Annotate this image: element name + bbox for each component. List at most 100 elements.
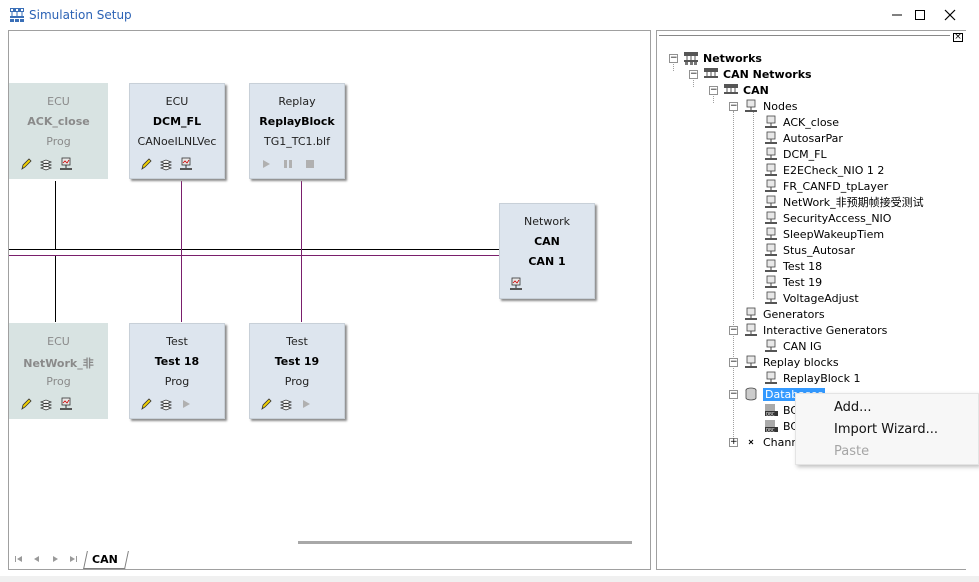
tree-item-interactive-generators[interactable]: Interactive Generators bbox=[743, 322, 887, 338]
tab-can[interactable]: CAN bbox=[83, 551, 129, 569]
block-sub: Prog bbox=[46, 375, 71, 388]
tree-item-node[interactable]: NetWork_非预期帧接受测试 bbox=[763, 194, 924, 210]
stack-icon[interactable] bbox=[38, 156, 54, 172]
maximize-button[interactable] bbox=[905, 4, 935, 26]
tree-item-nodes[interactable]: Nodes bbox=[743, 98, 797, 114]
pencil-icon[interactable] bbox=[18, 396, 34, 412]
ecu-block-ack-close[interactable]: ECU ACK_close Prog bbox=[9, 83, 108, 179]
replay-icon bbox=[743, 354, 759, 370]
can-bus-line-bottom bbox=[9, 255, 499, 256]
next-tab-button[interactable] bbox=[49, 554, 61, 566]
stop-icon[interactable] bbox=[302, 156, 318, 172]
database-icon bbox=[743, 386, 759, 402]
first-arrow-icon bbox=[15, 556, 22, 562]
collapse-databases[interactable]: − bbox=[729, 389, 738, 399]
node-icon bbox=[763, 258, 779, 274]
tree-label: Interactive Generators bbox=[763, 323, 888, 337]
tree-label: FR_CANFD_tpLayer bbox=[783, 179, 889, 193]
collapse-can[interactable]: − bbox=[709, 85, 718, 95]
tree-item-can-networks[interactable]: CAN Networks bbox=[703, 66, 812, 82]
play-icon[interactable] bbox=[258, 156, 274, 172]
panel-close-button[interactable]: × bbox=[953, 33, 963, 42]
menu-item-add[interactable]: Add... bbox=[834, 400, 872, 415]
test-block-18[interactable]: Test Test 18 Prog bbox=[129, 323, 225, 419]
block-type: ECU bbox=[47, 95, 70, 108]
block-sub: TG1_TC1.blf bbox=[264, 135, 330, 148]
generator-icon bbox=[743, 322, 759, 338]
block-name: DCM_FL bbox=[152, 115, 202, 128]
tree-item-node[interactable]: Stus_Autosar bbox=[763, 242, 855, 258]
tree-item-networks[interactable]: Networks bbox=[683, 50, 762, 66]
tree-item-channels[interactable]: Chann bbox=[743, 434, 798, 450]
play-icon[interactable] bbox=[178, 396, 194, 412]
simulation-canvas[interactable]: ECU ACK_close Prog ECU DCM_FL CANoeILNLV… bbox=[8, 30, 651, 570]
menu-item-import-wizard[interactable]: Import Wizard... bbox=[834, 422, 939, 437]
network-node-icon[interactable] bbox=[508, 276, 524, 292]
title-bar: Simulation Setup bbox=[0, 0, 979, 30]
tree-item-node[interactable]: Test 18 bbox=[763, 258, 822, 274]
stack-icon[interactable] bbox=[158, 156, 174, 172]
close-button[interactable] bbox=[935, 4, 965, 26]
test-block-19[interactable]: Test Test 19 Prog bbox=[249, 323, 345, 419]
tree-item-can-ig[interactable]: CAN IG bbox=[763, 338, 822, 354]
node-icon bbox=[763, 210, 779, 226]
pencil-icon[interactable] bbox=[138, 396, 154, 412]
tree-item-node[interactable]: SleepWakeupTiem bbox=[763, 226, 884, 242]
replay-block[interactable]: Replay ReplayBlock TG1_TC1.blf bbox=[249, 83, 345, 179]
tree-item-node[interactable]: AutosarPar bbox=[763, 130, 843, 146]
pencil-icon[interactable] bbox=[258, 396, 274, 412]
first-tab-button[interactable] bbox=[13, 554, 25, 566]
tree-item-replay-blocks[interactable]: Replay blocks bbox=[743, 354, 839, 370]
block-type: ECU bbox=[47, 335, 70, 348]
stack-icon[interactable] bbox=[278, 396, 294, 412]
collapse-nodes[interactable]: − bbox=[729, 101, 738, 111]
tree-item-node[interactable]: Test 19 bbox=[763, 274, 822, 290]
block-type: Replay bbox=[278, 95, 316, 108]
menu-item-paste: Paste bbox=[834, 444, 870, 459]
tree-item-node[interactable]: VoltageAdjust bbox=[763, 290, 859, 306]
tree-item-replay-block-1[interactable]: ReplayBlock 1 bbox=[763, 370, 860, 386]
network-bus-icon bbox=[723, 82, 739, 98]
tree-vertical-scrollbar[interactable] bbox=[966, 30, 979, 570]
horizontal-scrollbar[interactable] bbox=[298, 541, 632, 544]
tree-item-node[interactable]: ACK_close bbox=[763, 114, 839, 130]
tree-label: Replay blocks bbox=[763, 355, 839, 369]
minimize-button[interactable] bbox=[882, 4, 912, 26]
tree-item-node[interactable]: E2ECheck_NIO 1 2 bbox=[763, 162, 884, 178]
collapse-can-networks[interactable]: − bbox=[689, 69, 698, 79]
network-node-icon[interactable] bbox=[58, 156, 74, 172]
pencil-icon[interactable] bbox=[18, 156, 34, 172]
svg-text:DBC: DBC bbox=[766, 428, 775, 433]
block-type: Test bbox=[166, 335, 188, 348]
tree-item-node[interactable]: DCM_FL bbox=[763, 146, 827, 162]
tree-item-node[interactable]: FR_CANFD_tpLayer bbox=[763, 178, 888, 194]
play-icon[interactable] bbox=[298, 396, 314, 412]
connector-network-ecu bbox=[55, 256, 56, 322]
tree-item-can[interactable]: CAN bbox=[723, 82, 769, 98]
node-icon bbox=[763, 114, 779, 130]
tree-item-node[interactable]: SecurityAccess_NIO bbox=[763, 210, 891, 226]
collapse-networks[interactable]: − bbox=[669, 53, 678, 63]
stack-icon[interactable] bbox=[38, 396, 54, 412]
network-tree-panel[interactable]: × − Networks − CAN Networks − CAN − Node… bbox=[656, 30, 967, 570]
node-icon bbox=[763, 274, 779, 290]
tree-item-database[interactable]: DBC BC bbox=[763, 402, 798, 418]
networks-icon bbox=[683, 50, 699, 66]
collapse-interactive-generators[interactable]: − bbox=[729, 325, 738, 335]
ecu-block-network[interactable]: ECU NetWork_非 Prog bbox=[9, 323, 108, 419]
tree-item-database[interactable]: DBC BC bbox=[763, 418, 798, 434]
network-node-icon[interactable] bbox=[178, 156, 194, 172]
pause-icon[interactable] bbox=[280, 156, 296, 172]
collapse-replay-blocks[interactable]: − bbox=[729, 357, 738, 367]
expand-channels[interactable]: + bbox=[729, 437, 738, 447]
network-node-icon[interactable] bbox=[58, 396, 74, 412]
tree-guide bbox=[713, 93, 714, 103]
prev-tab-button[interactable] bbox=[31, 554, 43, 566]
node-icon bbox=[763, 146, 779, 162]
stack-icon[interactable] bbox=[158, 396, 174, 412]
ecu-block-dcm-fl[interactable]: ECU DCM_FL CANoeILNLVec bbox=[129, 83, 225, 179]
tree-item-generators[interactable]: Generators bbox=[743, 306, 825, 322]
last-tab-button[interactable] bbox=[67, 554, 79, 566]
pencil-icon[interactable] bbox=[138, 156, 154, 172]
network-block-can[interactable]: Network CAN CAN 1 bbox=[499, 203, 595, 299]
